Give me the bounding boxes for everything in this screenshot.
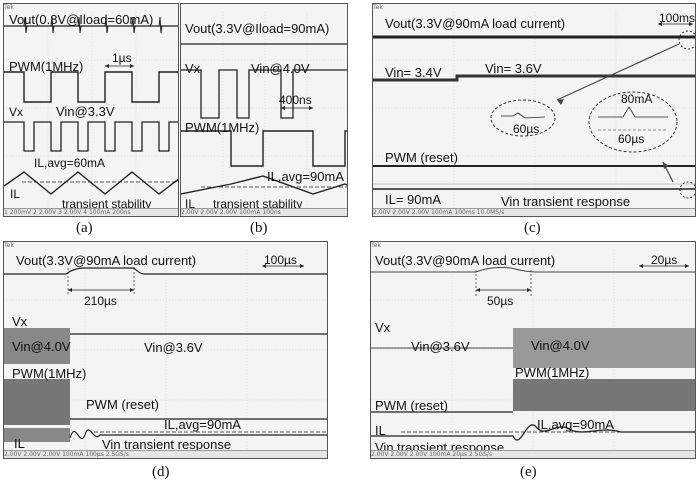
vx-switching-block-d	[4, 328, 70, 364]
pwm-switching-block-e	[513, 379, 695, 411]
waveform-plot-d	[4, 250, 327, 450]
vin-trace-c	[373, 74, 695, 82]
waveform-plot-a	[4, 12, 178, 209]
scope-status-bar-e: Tek	[371, 242, 381, 249]
zoom1-time-label-c: 60µs	[513, 122, 540, 136]
il-trace-e	[371, 424, 695, 441]
il-label-d: IL	[14, 436, 25, 451]
il-label-a: IL	[10, 187, 21, 201]
caption-d: (d)	[152, 464, 170, 480]
vin-label-c2: Vin= 3.6V	[485, 61, 542, 76]
scope-status-bar-c: Tek	[373, 4, 383, 11]
vx-trace-b	[181, 69, 347, 119]
waveform-plot-b	[181, 12, 347, 209]
pwm-label-b: PWM(1MHz)	[185, 120, 260, 135]
vout-label-e: Vout(3.3V@90mA load current)	[375, 253, 556, 268]
vx-label-e: Vx	[375, 320, 391, 335]
vout-trace-d	[4, 267, 327, 275]
vx-label-b: Vx	[185, 61, 201, 76]
scope-panel-d: Tek Vout(3.3V@90mA load current) 100µs 2…	[3, 241, 328, 459]
waveform-plot-c	[373, 12, 695, 209]
scope-settings-bar-e: 2.00V 2.00V 2.00V 100mA 20µs 2.5GS/s	[371, 450, 695, 458]
pwm-label-e: PWM(1MHz)	[515, 365, 590, 380]
pwm-reset-label-e: PWM (reset)	[375, 398, 448, 413]
scope-settings-bar-c: 2.00V 2.00V 2.00V 100mA 100ms 10.0MS/s	[373, 208, 695, 216]
pwm-label-c: PWM (reset)	[385, 150, 458, 165]
il-label-e: IL	[375, 423, 386, 438]
vin-label-e1: Vin@3.6V	[411, 339, 470, 354]
delay-label-d: 210µs	[84, 294, 117, 308]
il-label-c: IL= 90mA	[385, 192, 442, 207]
footer-label-b: transient stability	[213, 197, 303, 211]
scope-status-bar-d: Tek	[4, 242, 14, 249]
vout-trace-e	[371, 267, 695, 273]
zoom2-time-label-c: 60µs	[618, 132, 645, 146]
scope-settings-bar-b: 2.00V 2.00V 2.00V 100mA 100ns	[181, 208, 347, 216]
il-trace-a	[4, 171, 178, 195]
il-label-b: IL	[185, 197, 196, 211]
caption-b: (b)	[250, 220, 268, 236]
vin-label-a: Vin@3.3V	[56, 104, 115, 119]
vout-label-c: Vout(3.3V@90mA load current)	[385, 16, 566, 31]
vin-label-d1: Vin@4.0V	[12, 339, 71, 354]
caption-c: (c)	[524, 220, 541, 236]
scope-settings-bar-a: 1 200mV 2 2.00V 3 2.00V 4 100mA 200ns	[4, 208, 178, 216]
il-avg-label-b: IL,avg=90mA	[267, 169, 344, 184]
vx-label-a: Vx	[9, 105, 24, 119]
vx-trace-a	[4, 121, 178, 152]
scope-panel-c: Tek Vout(3.3V@90mA load current) 100ms V…	[372, 3, 696, 217]
scope-panel-a: Tek Vout(0.8V@Iload=60mA) 1µs PWM(1MHz) …	[3, 3, 179, 217]
pwm-trace-a	[4, 71, 178, 103]
scope-panel-e: Tek Vout(3.3V@90mA load current) 20µs 50…	[370, 241, 696, 459]
time-label-e: 20µs	[651, 253, 678, 267]
scope-settings-bar-d: 2.00V 2.00V 2.00V 100mA 100µs 2.5GS/s	[4, 450, 327, 458]
caption-a: (a)	[76, 220, 93, 236]
time-label-d: 100µs	[264, 253, 297, 267]
vin-label-b: Vin@4.0V	[251, 61, 310, 76]
footer-label-d: Vin transient response	[102, 437, 232, 452]
il-trace-d	[69, 429, 327, 440]
il-trace-b	[181, 175, 347, 195]
time-label-b: 400ns	[279, 93, 312, 107]
il-avg-label-d: IL,avg=90mA	[164, 417, 241, 432]
scope-panel-b: Vout(3.3V@Iload=90mA) Vx Vin@4.0V 400ns …	[180, 3, 348, 217]
vout-label-b: Vout(3.3V@Iload=90mA)	[185, 21, 330, 36]
footer-label-a: transient stability	[62, 197, 152, 211]
pwm-reset-label-d: PWM (reset)	[86, 397, 159, 412]
il-avg-label-e: IL,avg=90mA	[537, 417, 614, 432]
vout-label-d: Vout(3.3V@90mA load current)	[16, 253, 197, 268]
vx-label-d: Vx	[12, 314, 28, 329]
il-switching-block-d	[4, 428, 70, 442]
delay-label-e: 50µs	[487, 294, 514, 308]
vin-label-c1: Vin= 3.4V	[385, 65, 442, 80]
pwm-label-a: PWM(1MHz)	[9, 59, 84, 74]
pwm-label-d: PWM(1MHz)	[12, 366, 87, 381]
pwm-switching-block-d	[4, 379, 70, 425]
caption-e: (e)	[520, 464, 537, 480]
vx-switching-block-e	[513, 328, 695, 368]
pwm-trace-b	[181, 130, 347, 167]
period-label-a: 1µs	[112, 51, 132, 65]
footer-label-c: Vin transient response	[501, 194, 631, 209]
vout-label-a: Vout(0.8V@Iload=60mA)	[9, 12, 154, 27]
vin-label-e2: Vin@4.0V	[531, 338, 590, 353]
vin-label-d2: Vin@3.6V	[144, 340, 203, 355]
scope-status-bar-a: Tek	[4, 4, 14, 11]
zoom2-current-label-c: 80mA	[621, 92, 653, 106]
il-avg-label-a: IL,avg=60mA	[34, 156, 106, 170]
waveform-plot-e	[371, 250, 695, 450]
time-label-c: 100ms	[659, 11, 696, 25]
